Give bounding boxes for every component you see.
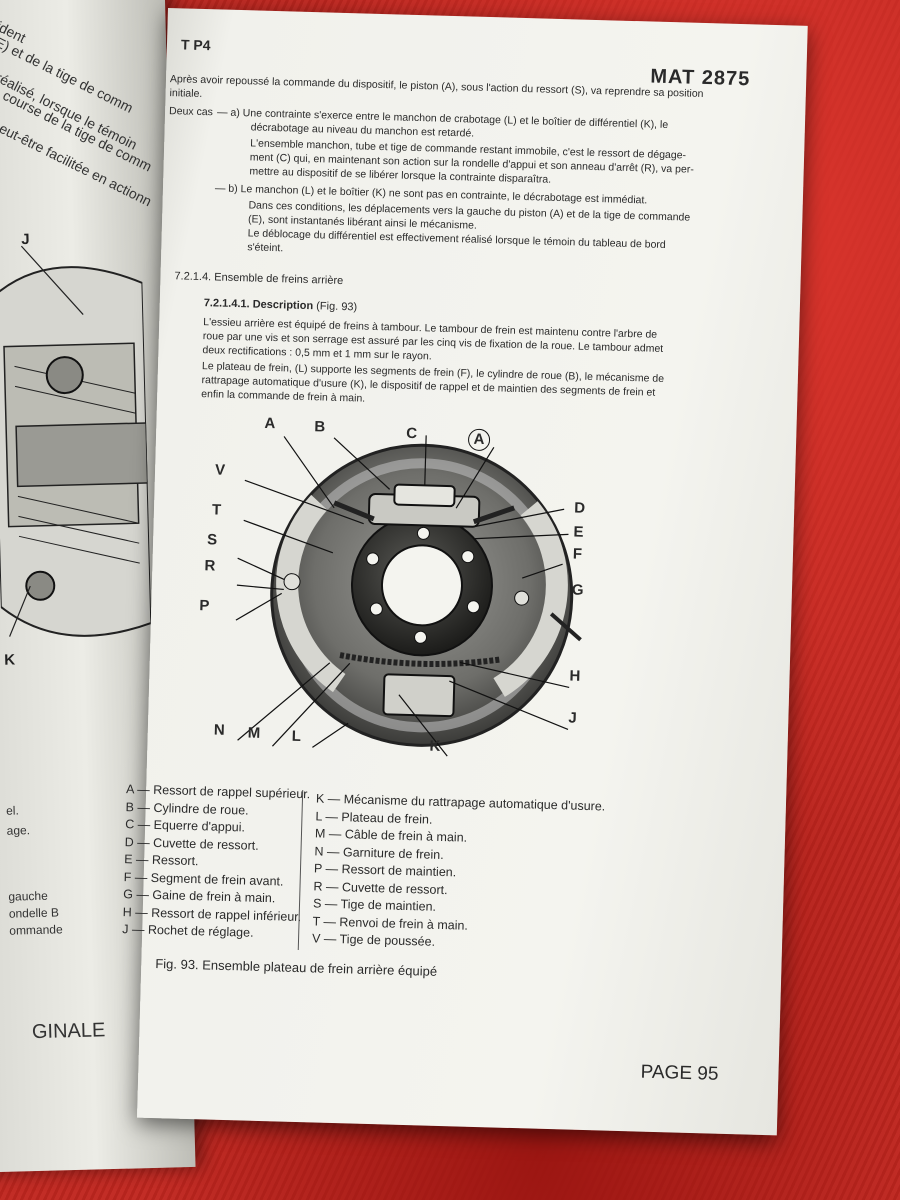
manual-page: T P4 MAT 2875 Après avoir repoussé la co… [122,8,808,1136]
subsection-heading: 7.2.1.4.1. Description (Fig. 93) [204,297,358,313]
left-page-fragment: ondelle B [8,905,60,921]
section-heading: 7.2.1.4. Ensemble de freins arrière [174,270,344,287]
legend-left: A — Ressort de rappel supérieur. B — Cyl… [122,781,310,944]
header-left: T P4 [180,36,211,54]
callout-h: H [569,667,581,685]
left-page-fragment: el. [5,803,20,818]
callout-p: P [199,597,210,615]
callout-e: E [573,523,584,541]
legend-right: K — Mécanisme du rattrapage automatique … [312,790,606,956]
page-number: PAGE 95 [640,1061,719,1085]
subsection-title: 7.2.1.4.1. Description [203,297,314,313]
left-page-fragment: age. [6,823,31,838]
callout-g: G [571,581,584,599]
callout-v: V [214,461,226,479]
callout-t: T [211,501,222,519]
callout-m: M [247,724,261,742]
left-page-footer: GINALE [31,1019,106,1044]
callout-c: C [405,424,418,443]
deux-cas-label: Deux cas [168,105,214,119]
differential-cutaway-diagram [0,245,153,637]
callout-s: S [206,531,218,549]
callout-n: N [213,721,225,739]
callout-a: A [264,414,276,433]
callout-k: K [429,737,441,755]
brake-backing-plate-photo [235,435,582,757]
left-page: incident (E) et de la tige de comm nt ré… [0,0,196,1173]
figure-caption: Fig. 93. Ensemble plateau de frein arriè… [155,956,438,979]
callout-r: R [204,557,216,575]
callout-l: L [291,727,302,745]
callout-d: D [573,499,586,517]
callout-j: J [568,709,577,727]
left-page-fragment: ommande [9,922,63,938]
callout-b: B [314,418,326,436]
left-page-fragment: gauche [8,888,48,904]
callout-f: F [572,545,583,563]
case-b-line: s'éteint. [247,241,284,255]
subsection-ref: (Fig. 93) [316,300,358,314]
